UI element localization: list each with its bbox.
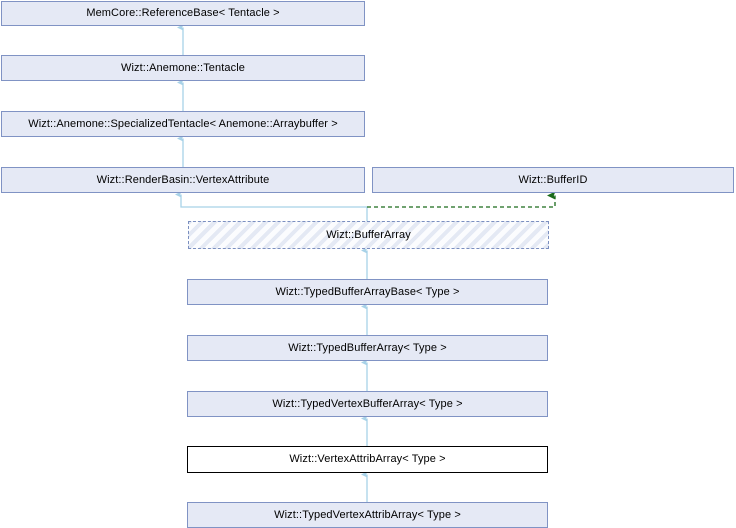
class-node-wizt-anemone-specializedtentacle[interactable]: Wizt::Anemone::SpecializedTentacle< Anem… [1,111,365,137]
class-node-wizt-bufferid[interactable]: Wizt::BufferID [372,167,734,193]
class-node-wizt-typedvertexbufferarray[interactable]: Wizt::TypedVertexBufferArray< Type > [187,391,548,417]
class-node-label: Wizt::RenderBasin::VertexAttribute [96,173,270,186]
class-node-label: Wizt::Anemone::Tentacle [121,61,245,74]
edge-bufferarray-to-bufferid [367,191,556,208]
class-node-wizt-typedbufferarraybase[interactable]: Wizt::TypedBufferArrayBase< Type > [187,279,548,305]
class-node-memcore-referencebase[interactable]: MemCore::ReferenceBase< Tentacle > [1,1,365,26]
class-node-label: Wizt::TypedVertexAttribArray< Type > [274,508,461,521]
class-node-wizt-vertexattribarray[interactable]: Wizt::VertexAttribArray< Type > [187,446,548,473]
class-node-wizt-renderbasin-vertexattribute[interactable]: Wizt::RenderBasin::VertexAttribute [1,167,365,193]
class-node-wizt-typedvertexattribarray[interactable]: Wizt::TypedVertexAttribArray< Type > [187,502,548,528]
class-node-label: Wizt::Anemone::SpecializedTentacle< Anem… [28,117,338,130]
class-node-wizt-anemone-tentacle[interactable]: Wizt::Anemone::Tentacle [1,55,365,81]
class-node-wizt-bufferarray[interactable]: Wizt::BufferArray [188,221,549,249]
edge-bufferarray-to-vertexattribute [175,191,368,221]
class-node-label: Wizt::BufferArray [326,228,411,241]
class-node-label: Wizt::TypedBufferArray< Type > [288,341,447,354]
class-node-label: MemCore::ReferenceBase< Tentacle > [86,7,280,19]
class-node-wizt-typedbufferarray[interactable]: Wizt::TypedBufferArray< Type > [187,335,548,361]
class-node-label: Wizt::BufferID [518,173,588,186]
class-node-label: Wizt::TypedBufferArrayBase< Type > [275,285,460,298]
class-node-label: Wizt::VertexAttribArray< Type > [289,453,446,465]
class-node-label: Wizt::TypedVertexBufferArray< Type > [272,397,463,410]
